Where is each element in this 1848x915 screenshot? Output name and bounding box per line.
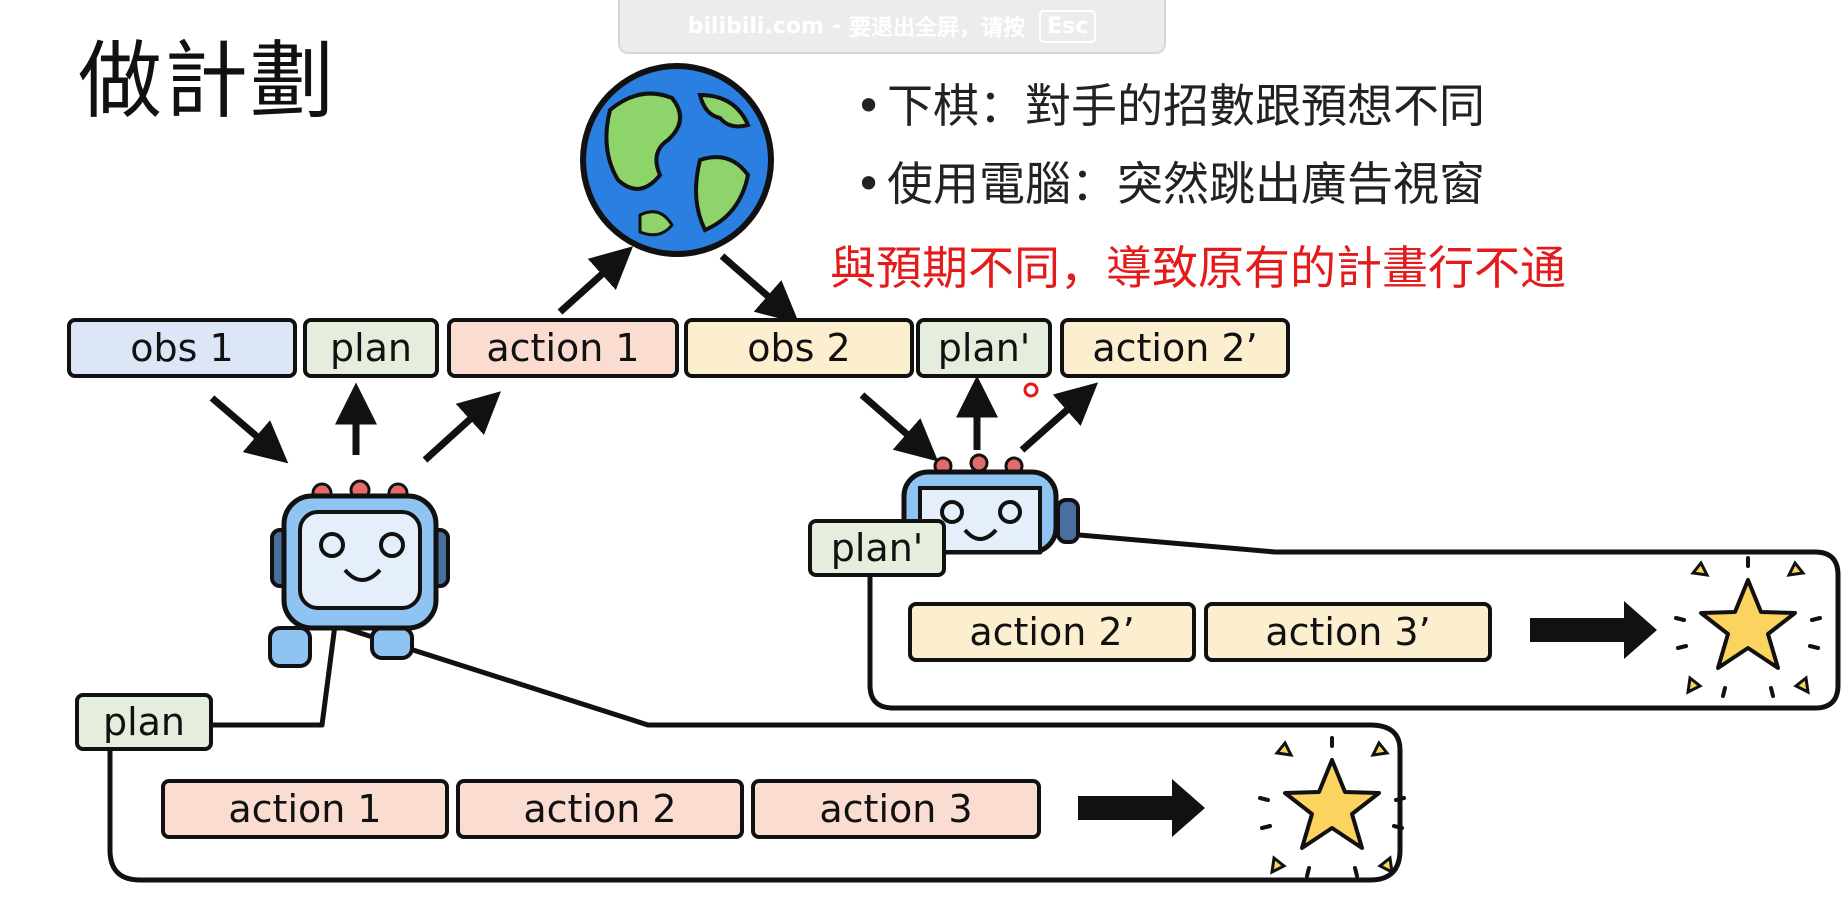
arrow-robot-action2prime bbox=[1019, 382, 1099, 453]
plan-prime-bubble bbox=[867, 527, 1841, 711]
bullet-item: •下棋：對手的招數跟預想不同 bbox=[855, 70, 1485, 136]
arrow-obs1-robot bbox=[209, 395, 289, 464]
globe-icon bbox=[580, 63, 774, 257]
action1-box: action 1 bbox=[447, 318, 679, 378]
fullscreen-toast: bilibili.com - 要退出全屏，请按 Esc bbox=[618, 0, 1166, 54]
arrow-right-icon bbox=[1078, 779, 1205, 837]
warning-text: 與預期不同，導致原有的計畫行不通 bbox=[830, 241, 1566, 295]
star-icon bbox=[1258, 736, 1406, 878]
arrow-robot-action1 bbox=[422, 391, 501, 463]
bullet-text: 使用電腦：突然跳出廣告視窗 bbox=[887, 157, 1485, 211]
obs2-box: obs 2 bbox=[684, 318, 914, 378]
plan-action-box: action 1 bbox=[161, 779, 449, 839]
action2-prime-box: action 2’ bbox=[1060, 318, 1290, 378]
plan-prime-action-box: action 2’ bbox=[908, 602, 1196, 662]
plan-action-box: action 2 bbox=[456, 779, 744, 839]
esc-key-badge[interactable]: Esc bbox=[1039, 9, 1097, 43]
plan-bubble bbox=[107, 622, 1403, 883]
obs1-box: obs 1 bbox=[67, 318, 297, 378]
bullet-item: •使用電腦：突然跳出廣告視窗 bbox=[855, 148, 1485, 214]
arrow-action1-globe bbox=[557, 246, 634, 315]
toast-message: 要退出全屏，请按 bbox=[849, 16, 1026, 41]
plan-prime-tag: plan' bbox=[808, 519, 946, 577]
toast-site: bilibili.com bbox=[687, 13, 824, 39]
plan-tag: plan bbox=[75, 693, 213, 751]
arrow-obs2-robot bbox=[859, 392, 939, 462]
bullet-dot-icon: • bbox=[855, 157, 883, 211]
arrow-globe-obs2 bbox=[719, 253, 800, 324]
robot-icon bbox=[268, 479, 450, 668]
bullet-text: 下棋：對手的招數跟預想不同 bbox=[887, 79, 1485, 133]
robot-icon bbox=[901, 453, 1080, 555]
toast-separator: - bbox=[831, 13, 842, 39]
slide-title: 做計劃 bbox=[78, 32, 337, 130]
pointer-dot bbox=[1023, 382, 1039, 398]
bullet-dot-icon: • bbox=[855, 79, 883, 133]
arrow-right-icon bbox=[1530, 601, 1657, 659]
plan-prime-action-box: action 3’ bbox=[1204, 602, 1492, 662]
star-icon bbox=[1674, 556, 1822, 698]
plan-box: plan bbox=[303, 318, 439, 378]
plan-action-box: action 3 bbox=[751, 779, 1041, 839]
plan-prime-box: plan' bbox=[916, 318, 1052, 378]
